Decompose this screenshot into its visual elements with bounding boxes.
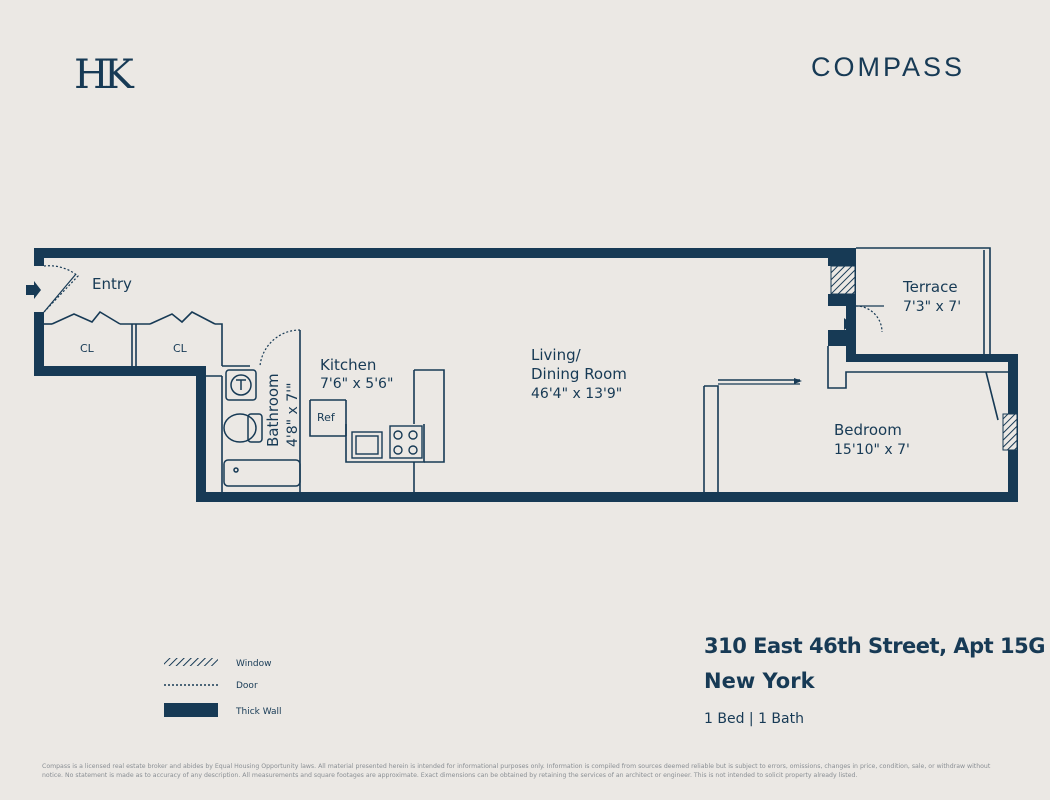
- window: [1002, 413, 1018, 451]
- legend-door-label: Door: [236, 681, 258, 691]
- legend-window-swatch: [164, 658, 218, 666]
- listing-summary: 1 Bed | 1 Bath: [704, 711, 804, 727]
- door-panels: [43, 273, 884, 385]
- bathroom-dims: 4'8" x 7'": [285, 383, 301, 447]
- compass-logo: COMPASS: [811, 52, 966, 82]
- terrace-dims: 7'3" x 7': [903, 299, 961, 315]
- living-label: Dining Room: [531, 365, 627, 383]
- kitchen-dims: 7'6" x 5'6": [320, 376, 393, 392]
- living-dims: 46'4" x 13'9": [531, 386, 622, 402]
- refrigerator-label: Ref: [317, 411, 336, 424]
- bedroom-dims: 15'10" x 7': [834, 442, 910, 458]
- closet-label: CL: [80, 342, 95, 355]
- thick-walls: [34, 248, 1018, 502]
- terrace-arrow-icon: [844, 318, 852, 330]
- entry-label: Entry: [92, 275, 132, 293]
- bedroom-arrow-icon: [794, 378, 802, 384]
- kitchen-fixtures: [351, 425, 423, 459]
- hk-logo: HK: [74, 52, 134, 98]
- bathroom-fixtures: [223, 369, 301, 487]
- kitchen-label: Kitchen: [320, 356, 376, 374]
- closet-label: CL: [173, 342, 188, 355]
- terrace-label: Terrace: [902, 278, 958, 296]
- bathroom-label: Bathroom: [264, 373, 282, 447]
- legend-wall-swatch: [164, 703, 218, 717]
- entry-arrow-icon: [26, 281, 41, 299]
- listing-address: 310 East 46th Street, Apt 15G: [704, 634, 1045, 658]
- disclaimer-text: Compass is a licensed real estate broker…: [42, 763, 991, 779]
- living-label: Living/: [531, 346, 582, 364]
- bedroom-label: Bedroom: [834, 421, 902, 439]
- legend-wall-label: Thick Wall: [235, 707, 282, 717]
- legend-window-label: Window: [236, 659, 272, 669]
- listing-city: New York: [704, 669, 815, 693]
- window: [830, 265, 856, 295]
